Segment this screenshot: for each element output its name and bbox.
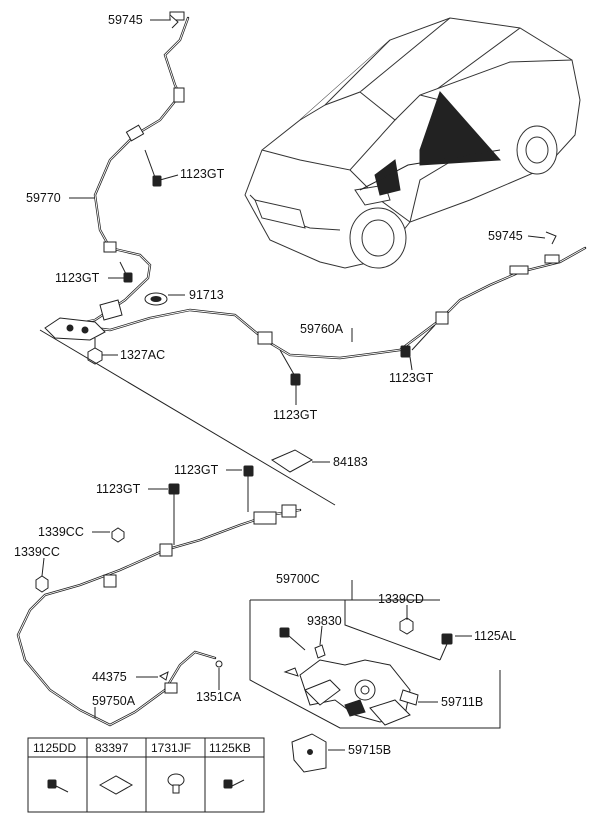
pedal-assembly-59700c xyxy=(249,599,501,729)
label-1327ac: 1327AC xyxy=(120,348,165,362)
label-93830: 93830 xyxy=(307,614,342,628)
label-1339cd: 1339CD xyxy=(378,592,424,606)
label-59700c: 59700C xyxy=(276,572,320,586)
bolt-1125al xyxy=(439,633,453,661)
car-illustration xyxy=(244,17,581,269)
label-59760a: 59760A xyxy=(300,322,344,336)
front-cable-59750a xyxy=(16,504,302,727)
bolt-1123gt-a xyxy=(144,149,162,187)
clip-59745-top xyxy=(169,14,179,29)
label-1339cc-b: 1339CC xyxy=(14,545,60,559)
fastener-legend-table: 1125DD 83397 1731JF 1125KB xyxy=(27,737,265,813)
label-59745-top: 59745 xyxy=(108,13,143,27)
assembly-guide-line xyxy=(39,329,336,506)
label-1123gt-b: 1123GT xyxy=(55,271,100,285)
rear-cable-59770 xyxy=(68,11,190,327)
nut-1339cc-a xyxy=(111,527,125,543)
bolt-1123gt-d xyxy=(400,324,436,358)
label-1123gt-d: 1123GT xyxy=(389,371,434,385)
clip-59745-right xyxy=(545,231,557,245)
label-1125al: 1125AL xyxy=(474,629,516,643)
clip-1731jf-icon xyxy=(167,773,185,794)
label-59750a: 59750A xyxy=(92,694,136,708)
bolt-1123gt-e xyxy=(243,465,254,512)
label-1123gt-c: 1123GT xyxy=(273,408,318,422)
legend-cell-1125kb: 1125KB xyxy=(209,741,251,755)
rear-cable-59760a xyxy=(68,246,587,360)
nut-1339cc-b xyxy=(35,575,49,593)
bolt-1125kb-icon xyxy=(223,779,245,789)
clip-1351ca xyxy=(215,660,223,688)
label-59770: 59770 xyxy=(26,191,61,205)
label-1339cc-a: 1339CC xyxy=(38,525,84,539)
bolt-1123gt-f xyxy=(168,483,180,545)
label-84183: 84183 xyxy=(333,455,368,469)
label-59711b: 59711B xyxy=(441,695,483,709)
grommet-91713 xyxy=(144,292,168,306)
label-1123gt-f: 1123GT xyxy=(96,482,141,496)
label-59715b: 59715B xyxy=(348,743,391,757)
label-1351ca: 1351CA xyxy=(196,690,242,704)
part-labels: 59745 1123GT 59770 59745 1123GT 91713 59… xyxy=(14,13,523,757)
label-91713: 91713 xyxy=(189,288,224,302)
bolt-left xyxy=(279,627,306,651)
bolt-1123gt-b xyxy=(119,261,133,283)
equalizer-bracket xyxy=(44,299,123,341)
pad-83397-icon xyxy=(98,775,134,795)
cover-59715b xyxy=(291,733,327,773)
leader-lines xyxy=(41,19,546,751)
legend-cell-83397: 83397 xyxy=(95,741,129,755)
label-44375: 44375 xyxy=(92,670,127,684)
label-59745-right: 59745 xyxy=(488,229,523,243)
legend-cell-1731jf: 1731JF xyxy=(151,741,191,755)
bolt-1125dd-icon xyxy=(47,779,69,793)
legend-cell-1125dd: 1125DD xyxy=(33,741,76,755)
clip-44375 xyxy=(159,671,169,681)
label-1123gt-e: 1123GT xyxy=(174,463,219,477)
label-1123gt-a: 1123GT xyxy=(180,167,225,181)
pad-84183 xyxy=(270,449,314,473)
